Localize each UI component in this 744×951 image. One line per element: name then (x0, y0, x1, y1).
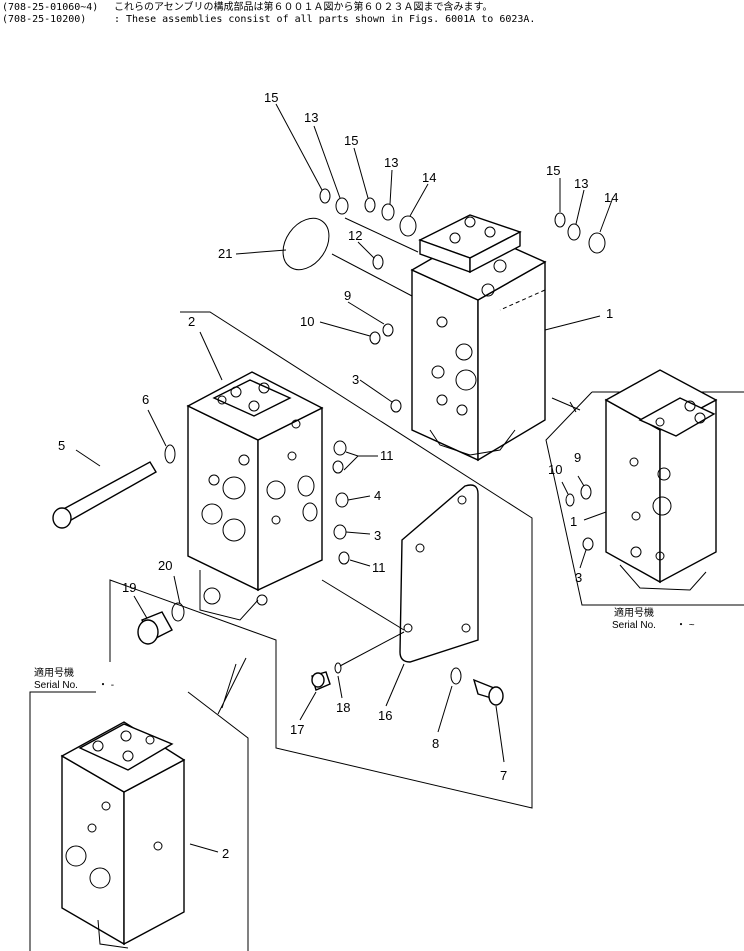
callout-1: 1 (606, 306, 613, 321)
callout-12: 12 (348, 228, 362, 243)
callout-3: 3 (575, 570, 582, 585)
bolt-5 (52, 461, 157, 529)
callout-16: 16 (378, 708, 392, 723)
callout-14: 14 (604, 190, 618, 205)
callout-14: 14 (422, 170, 436, 185)
group-outline (109, 311, 533, 809)
plug-17 (311, 671, 331, 691)
callout-3: 3 (374, 528, 381, 543)
callout-1: 1 (570, 514, 577, 529)
callout-10: 10 (300, 314, 314, 329)
callout-15: 15 (344, 133, 358, 148)
callout-5: 5 (58, 438, 65, 453)
callout-labels: 15 13 15 13 14 15 13 14 12 21 9 10 1 2 3… (58, 90, 618, 861)
header-line-en: (708-25-10200) : These assemblies consist… (2, 14, 535, 26)
inset-left-value: ・ - (98, 680, 114, 691)
header-code: (708-25-01060~4) (2, 2, 99, 13)
o-ring-18 (334, 662, 342, 674)
callout-13: 13 (384, 155, 398, 170)
callout-18: 18 (336, 700, 350, 715)
callout-6: 6 (142, 392, 149, 407)
inset-right (545, 369, 744, 606)
o-ring-21 (282, 217, 330, 271)
callout-8: 8 (432, 736, 439, 751)
leader-lines (235, 103, 613, 403)
header-code: (708-25-10200) (2, 14, 87, 25)
valve-assembly-main (410, 214, 601, 462)
washer-8 (450, 667, 462, 685)
callout-11: 11 (372, 560, 386, 575)
callout-2: 2 (188, 314, 195, 329)
callout-17: 17 (290, 722, 304, 737)
callout-7: 7 (500, 768, 507, 783)
callout-10: 10 (548, 462, 562, 477)
callout-9: 9 (574, 450, 581, 465)
leader-lines-middle (75, 331, 378, 621)
inset-right-label-en: Serial No. (612, 620, 656, 631)
header-text: これらのアセンブリの構成部品は第６００１Ａ図から第６０２３Ａ図まで含みます。 (114, 2, 493, 13)
callout-13: 13 (574, 176, 588, 191)
callout-21: 21 (218, 246, 232, 261)
inset-right-value: ・ ~ (676, 620, 695, 631)
washer-6 (164, 444, 176, 464)
valve-block-2 (186, 371, 324, 621)
callout-11: 11 (380, 448, 394, 463)
header-text: : These assemblies consist of all parts … (114, 14, 536, 25)
o-ring-20 (171, 602, 185, 622)
inset-left-label-en: Serial No. (34, 680, 78, 691)
callout-20: 20 (158, 558, 172, 573)
inset-left (29, 657, 249, 951)
callout-13: 13 (304, 110, 318, 125)
seal-set-middle (297, 440, 350, 565)
inset-left-label-jp: 適用号機 (34, 666, 74, 679)
callout-15: 15 (546, 163, 560, 178)
header-line-jp: (708-25-01060~4) これらのアセンブリの構成部品は第６００１Ａ図から… (2, 2, 493, 14)
plug-19 (137, 611, 173, 645)
callout-9: 9 (344, 288, 351, 303)
inset-right-label-jp: 適用号機 (614, 606, 654, 619)
bolt-7 (472, 678, 504, 706)
leader-lines-lower (299, 663, 505, 763)
cover-plate-16 (321, 484, 479, 667)
callout-3: 3 (352, 372, 359, 387)
callout-2: 2 (222, 846, 229, 861)
callout-19: 19 (122, 580, 136, 595)
callout-4: 4 (374, 488, 381, 503)
seal-set-upper (319, 188, 606, 413)
callout-15: 15 (264, 90, 278, 105)
